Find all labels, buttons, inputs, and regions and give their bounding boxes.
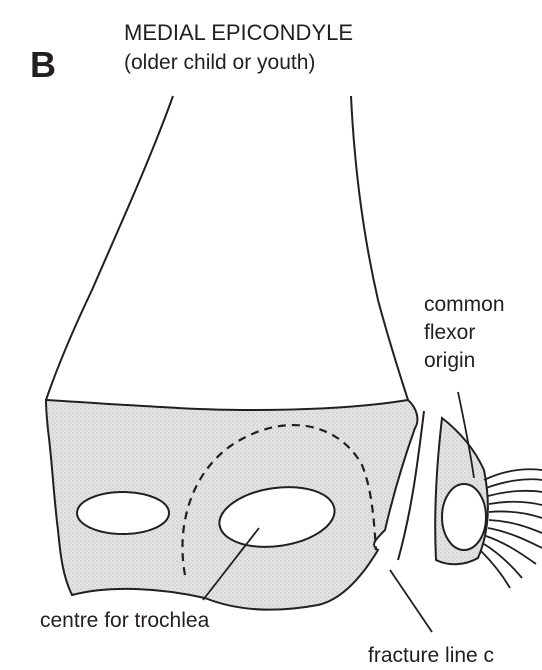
capitellum-centre <box>77 492 169 534</box>
label-trochlea: centre for trochlea <box>40 609 210 632</box>
shaft-outline-right <box>351 96 408 400</box>
title-line-1: MEDIAL EPICONDYLE <box>124 20 353 45</box>
flexor-tendon-fibres <box>481 469 542 588</box>
epicondyle-centre <box>442 484 486 550</box>
shaft-outline-left <box>46 96 173 400</box>
title-line-2: (older child or youth) <box>124 51 315 74</box>
panel-letter: B <box>30 44 56 85</box>
label-fracture: fracture line c <box>368 644 494 667</box>
label-common: common <box>424 293 505 316</box>
label-flexor: flexor <box>424 321 475 344</box>
leader-line-fracture <box>390 570 432 632</box>
label-origin: origin <box>424 349 475 372</box>
